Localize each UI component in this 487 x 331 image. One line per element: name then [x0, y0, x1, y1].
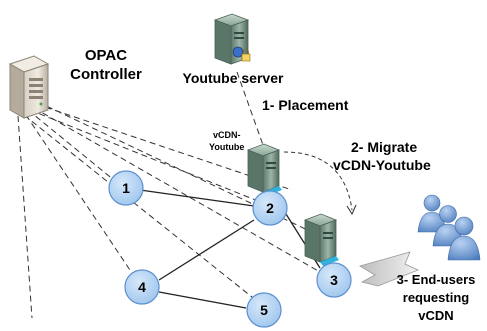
control-link-1 [27, 109, 121, 186]
node-5: 5 [246, 292, 282, 328]
control-link-5 [23, 114, 263, 306]
node-3: 3 [316, 262, 352, 298]
node-1: 1 [108, 170, 144, 206]
users-group-icon [417, 194, 481, 261]
link-4-2 [158, 219, 255, 281]
control-link-8 [17, 115, 33, 319]
node-2: 2 [252, 190, 288, 226]
migrated-server-icon [303, 213, 339, 266]
migrate-arrow [283, 151, 353, 211]
node-3-label: 3 [330, 272, 338, 288]
node-5-label: 5 [260, 302, 268, 318]
vcdn-label-line2: Youtube [209, 142, 244, 152]
server-rack-icon [8, 55, 50, 119]
migrate-label-line1: 2- Migrate [351, 139, 417, 155]
endusers-label-line3: vCDN [418, 308, 453, 323]
placement-link [236, 71, 264, 146]
endusers-label-line1: 3- End-users [397, 272, 476, 287]
request-arrow [358, 251, 420, 287]
youtube-server-label: Youtube server [183, 70, 284, 86]
migrate-arrowhead [346, 204, 357, 216]
node-1-label: 1 [122, 180, 130, 196]
vcdn-server-icon [246, 143, 282, 196]
placement-label: 1- Placement [262, 97, 349, 113]
vcdn-label-line1: vCDN- [213, 130, 241, 140]
node-2-label: 2 [266, 200, 274, 216]
control-link-3 [33, 107, 321, 273]
migrate-label-line2: vCDN-Youtube [333, 157, 431, 173]
link-4-5 [158, 291, 247, 309]
control-link-7 [37, 101, 319, 236]
control-link-4 [25, 114, 141, 286]
network-links [139, 189, 321, 309]
node-4-label: 4 [138, 279, 146, 295]
endusers-label-line2: requesting [403, 290, 470, 305]
opac-label-line1: OPAC [85, 47, 127, 64]
opac-label-line2: Controller [70, 66, 142, 83]
control-link-2 [29, 109, 264, 204]
link-1-2 [139, 189, 255, 207]
node-4: 4 [124, 269, 160, 305]
youtube-server-icon [213, 13, 251, 65]
